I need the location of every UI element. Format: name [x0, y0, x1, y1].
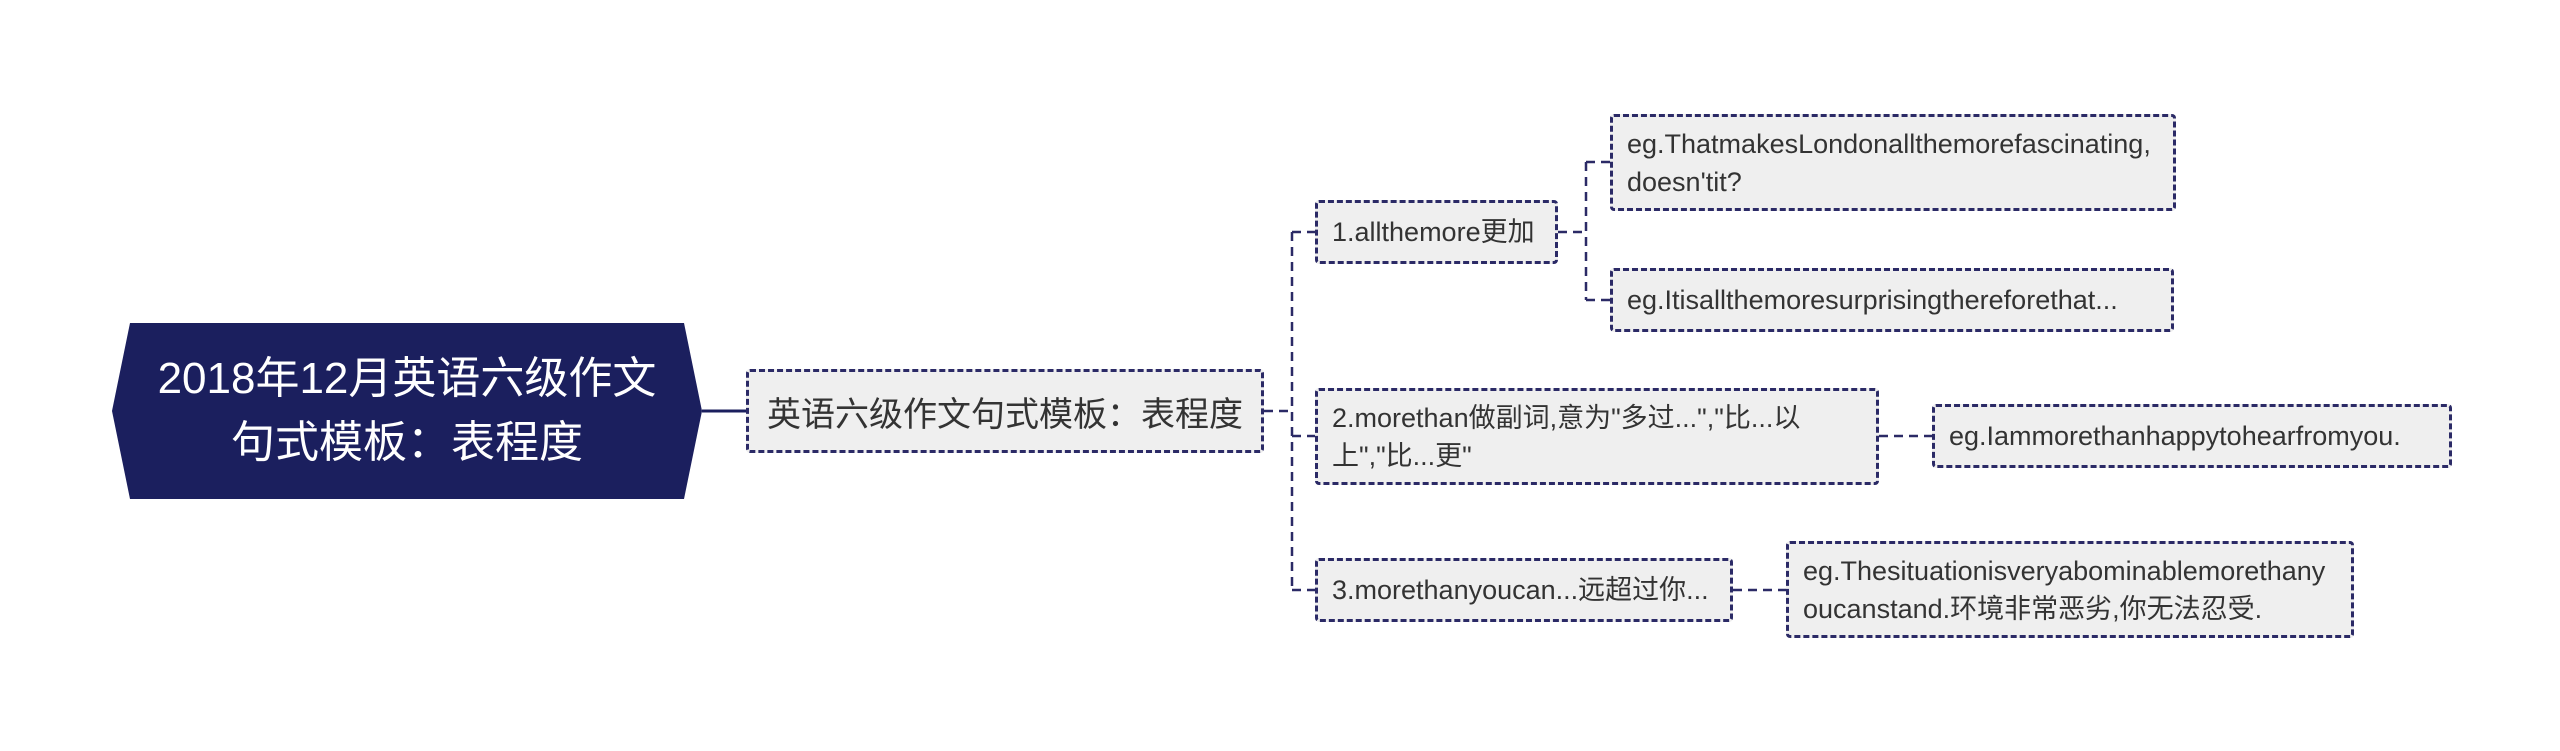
example-node-happy[interactable]: eg.Iammorethanhappytohearfromyou. — [1932, 404, 2452, 468]
branch-node-morethanyoucan[interactable]: 3.morethanyoucan...远超过你... — [1315, 558, 1733, 622]
example-node-surprising[interactable]: eg.Itisallthemoresurprisingthereforethat… — [1610, 268, 2174, 332]
root-node[interactable]: 2018年12月英语六级作文句式模板：表程度 — [112, 323, 702, 499]
example-node-situation[interactable]: eg.Thesituationisveryabominablemorethany… — [1786, 541, 2354, 638]
root-shape — [112, 323, 702, 499]
branch-node-morethan[interactable]: 2.morethan做副词,意为"多过...","比...以上","比...更" — [1315, 388, 1879, 485]
branch-connectors — [1264, 160, 1932, 592]
branch-node-allthemore[interactable]: 1.allthemore更加 — [1315, 200, 1558, 264]
topic-node[interactable]: 英语六级作文句式模板：表程度 — [746, 369, 1264, 453]
example-node-fascinating[interactable]: eg.ThatmakesLondonallthemorefascinating,… — [1610, 114, 2176, 211]
root-title: 2018年12月英语六级作文句式模板：表程度 — [157, 354, 657, 467]
